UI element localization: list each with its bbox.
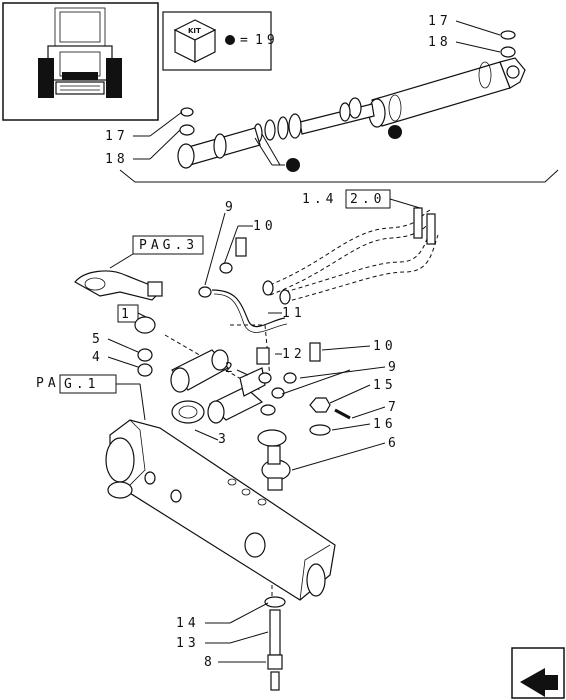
kingpin-bolt — [264, 585, 286, 691]
callout-15: 15 — [373, 378, 397, 393]
callout-14: 14 — [176, 616, 200, 631]
callout-8: 8 — [204, 655, 216, 670]
callout-9-top: 9 — [225, 200, 237, 215]
callout-11: 11 — [282, 306, 306, 321]
kit-bullet-icon — [225, 35, 235, 45]
kit-bullet-icon — [388, 125, 402, 139]
callout-13: 13 — [176, 636, 200, 651]
callout-12: 12 — [282, 347, 306, 362]
kit-legend: KIT = 19 — [162, 11, 279, 71]
callout-4: 4 — [92, 350, 104, 365]
ref-pag3: PAG.3 — [139, 238, 198, 253]
ref-pag1: G.1 — [64, 377, 99, 392]
callout-3: 3 — [218, 432, 230, 447]
tube-assembly — [198, 237, 288, 333]
callout-18-left: 18 — [105, 152, 129, 167]
callout-2: 2 — [225, 361, 237, 376]
callout-17-top: 17 — [428, 14, 452, 29]
central-tube — [170, 349, 266, 424]
next-page-arrow-icon[interactable] — [511, 647, 565, 699]
callout-6: 6 — [388, 436, 400, 451]
callout-7: 7 — [388, 400, 400, 415]
kit-label: KIT — [188, 27, 201, 35]
kit-number: 19 — [255, 33, 279, 48]
callout-17-left: 17 — [105, 129, 129, 144]
ref-142-prefix: 1.4 — [302, 192, 337, 207]
callout-9-right: 9 — [388, 360, 400, 375]
callout-10-top: 10 — [253, 219, 277, 234]
kit-equals: = — [240, 33, 252, 48]
front-axle-beam — [105, 419, 336, 601]
steering-cylinder — [177, 30, 526, 172]
tractor-thumbnail — [2, 2, 159, 121]
ref-pag1-prefix: PA — [36, 376, 60, 391]
kit-bullet-icon — [286, 158, 300, 172]
callout-5: 5 — [92, 332, 104, 347]
ref-142-label: 2.0 — [350, 192, 385, 207]
ref-1: 1 — [121, 307, 133, 322]
hydraulic-hoses — [262, 207, 439, 305]
callout-10-right: 10 — [373, 339, 397, 354]
ball-joint — [257, 429, 291, 491]
callout-16: 16 — [373, 417, 397, 432]
steering-arm — [74, 270, 163, 301]
callout-18-top: 18 — [428, 35, 452, 50]
